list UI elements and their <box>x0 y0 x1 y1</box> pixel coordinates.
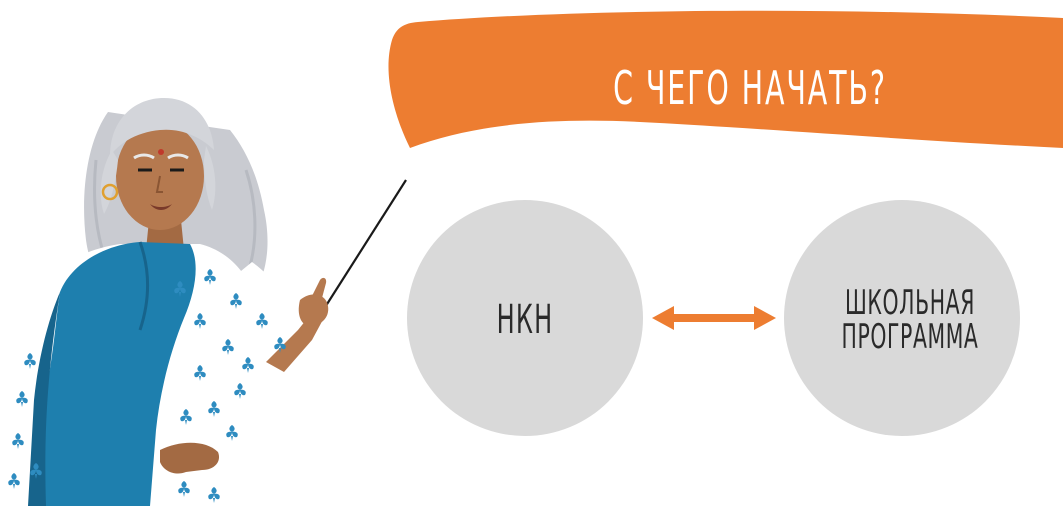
bidirectional-arrow <box>652 306 776 330</box>
node-label-right: ШКОЛЬНАЯ ПРОГРАММА <box>841 283 979 357</box>
pointer-stick <box>321 179 407 313</box>
node-circle-left <box>407 200 643 436</box>
banner-title: С ЧЕГО НАЧАТЬ? <box>613 61 887 115</box>
speech-banner <box>388 10 1063 149</box>
node-label-left: НКН <box>496 297 554 343</box>
node-circle-right <box>784 200 1020 436</box>
teacher-illustration <box>8 98 329 506</box>
